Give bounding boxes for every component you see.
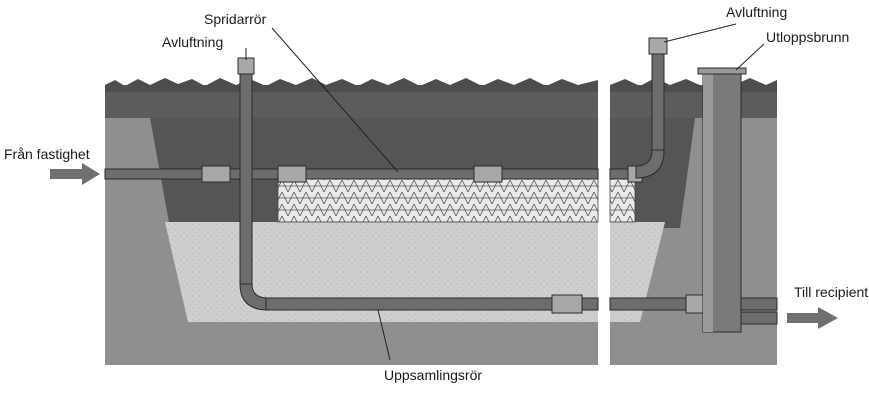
label-vent-right: Avluftning <box>726 4 787 20</box>
pipe-coupler <box>685 294 705 314</box>
pipe-coupler <box>551 294 583 314</box>
collection-pipe <box>265 297 599 311</box>
pipe-coupler <box>201 165 231 183</box>
pipe-coupler <box>277 165 307 183</box>
label-collection-pipe: Uppsamlingsrör <box>384 367 482 383</box>
label-distribution-pipe: Spridarrör <box>204 11 267 27</box>
vent-cap-right <box>648 37 668 55</box>
label-to-recipient: Till recipient <box>794 284 868 300</box>
label-outlet-well: Utloppsbrunn <box>766 29 849 45</box>
label-from-property: Från fastighet <box>4 146 90 162</box>
vent-cap-left <box>237 57 255 75</box>
ground-left-section <box>105 78 598 365</box>
distribution-pipe <box>104 168 599 180</box>
outflow-arrow-icon <box>787 307 838 329</box>
pipe-coupler <box>473 165 503 183</box>
inflow-arrow-icon <box>50 163 100 185</box>
leader-collection-pipe <box>377 309 391 361</box>
outlet-well <box>697 67 747 333</box>
leader-vent-right <box>663 23 737 43</box>
elbow-right <box>635 149 665 179</box>
leader-outlet-well <box>735 43 765 71</box>
outlet-pipe <box>739 311 778 325</box>
leader-distribution-pipe <box>271 27 399 173</box>
vent-pipe-right <box>651 51 665 153</box>
vent-pipe-left <box>239 73 253 285</box>
label-vent-left: Avluftning <box>162 34 223 50</box>
